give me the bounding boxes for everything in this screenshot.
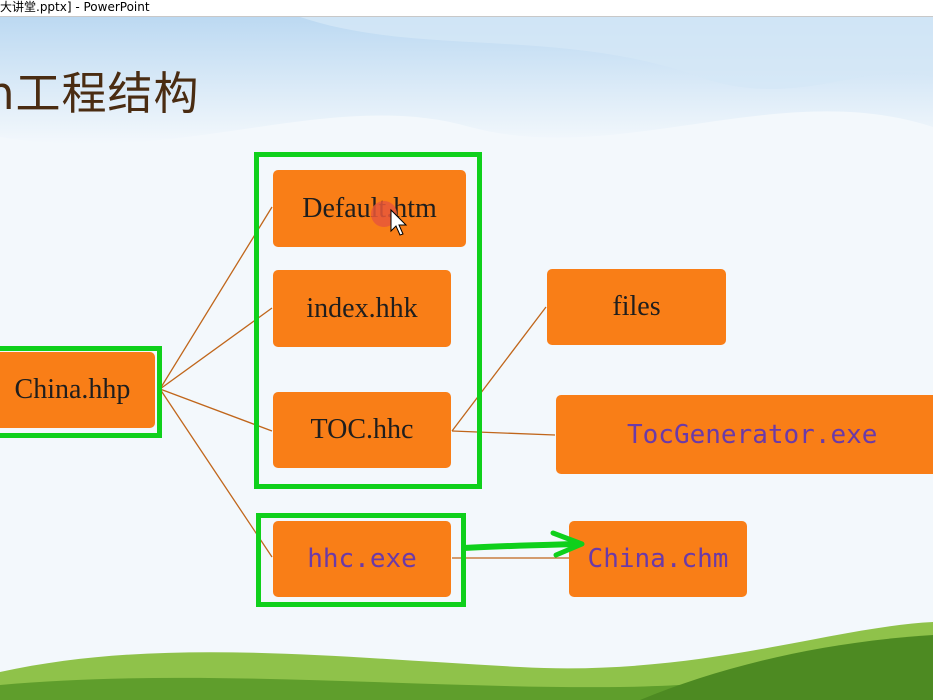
- highlight-frame-source-files: [254, 152, 482, 489]
- node-index-hhk-label: index.hhk: [306, 292, 418, 324]
- node-tocgenerator-exe[interactable]: TocGenerator.exe: [556, 395, 933, 474]
- connector-hhp-default: [159, 206, 273, 390]
- node-files[interactable]: files: [547, 269, 726, 345]
- highlight-frame-hhc-exe: [256, 513, 466, 607]
- node-china-hhp[interactable]: China.hhp: [0, 352, 155, 428]
- slide-title[interactable]: n工程结构: [0, 67, 200, 120]
- node-china-chm-label: China.chm: [587, 544, 729, 574]
- connector-hhp-hhc: [159, 388, 273, 558]
- connector-toc-files: [451, 306, 547, 432]
- node-china-chm[interactable]: China.chm: [569, 521, 747, 597]
- node-toc-hhc-label: TOC.hhc: [310, 414, 414, 445]
- arrow-hhc-to-chm: [461, 530, 585, 558]
- node-default-htm[interactable]: Default.htm: [273, 170, 466, 247]
- connector-lines: [159, 206, 569, 559]
- node-default-htm-label: Default.htm: [302, 192, 437, 224]
- connector-hhp-toc: [159, 388, 273, 432]
- node-files-label: files: [612, 291, 661, 322]
- mouse-cursor-icon: [390, 208, 408, 236]
- cursor-overlay: [371, 201, 408, 236]
- node-index-hhk[interactable]: index.hhk: [273, 270, 451, 347]
- node-china-hhp-label: China.hhp: [14, 374, 131, 405]
- connector-toc-tocgenerator: [451, 430, 556, 436]
- node-toc-hhc[interactable]: TOC.hhc: [273, 392, 451, 468]
- node-tocgenerator-exe-label: TocGenerator.exe: [627, 419, 878, 450]
- slide-background-art: [0, 17, 933, 700]
- window-title-bar: 大讲堂.pptx] - PowerPoint: [0, 0, 933, 17]
- node-hhc-exe-label: hhc.exe: [307, 544, 417, 574]
- highlight-frame-hhp: [0, 346, 162, 438]
- slide-canvas[interactable]: n工程结构 China.hhp Default.htm index.hhk TO…: [0, 17, 933, 700]
- connector-hhp-index: [159, 307, 273, 390]
- window-title: 大讲堂.pptx] - PowerPoint: [0, 0, 150, 14]
- node-hhc-exe[interactable]: hhc.exe: [273, 521, 451, 597]
